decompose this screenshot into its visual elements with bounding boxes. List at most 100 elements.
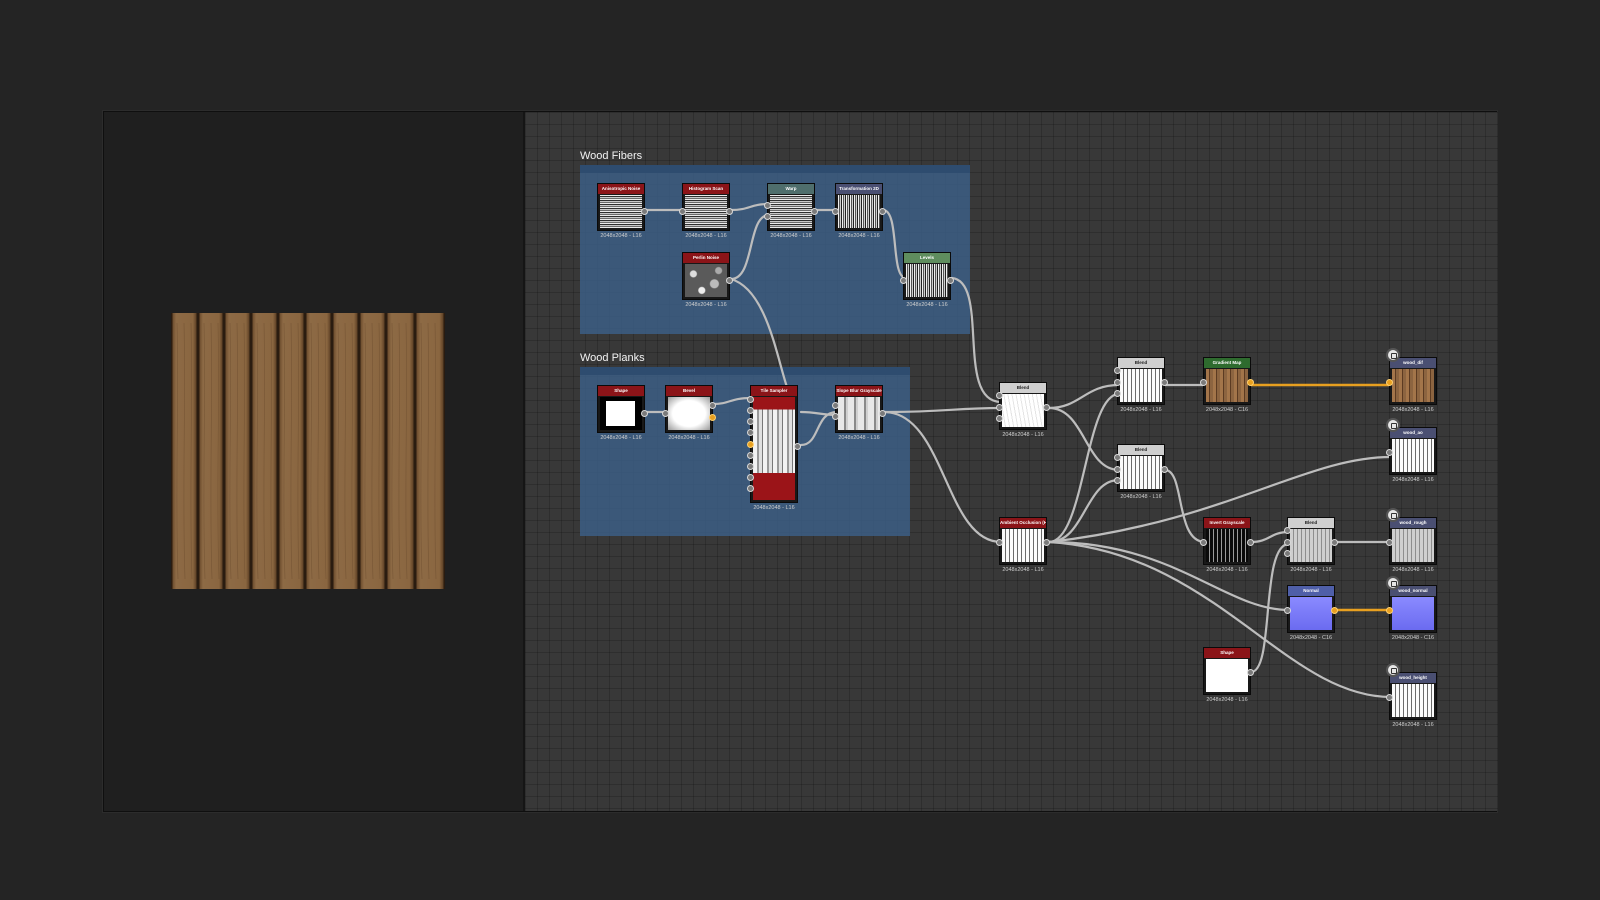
input-port[interactable]: [747, 418, 754, 425]
node-shape1[interactable]: Shape: [597, 385, 648, 433]
node-aniso[interactable]: Anisotropic Noise: [597, 183, 648, 231]
node-thumbnail: [1206, 369, 1248, 402]
node-blend1[interactable]: Blend: [996, 382, 1050, 430]
node-histscan[interactable]: Histogram Scan: [679, 183, 733, 231]
node-thumbnail: [1392, 684, 1434, 717]
input-port[interactable]: [679, 208, 686, 215]
node-levels[interactable]: Levels: [900, 252, 954, 300]
node-blend2[interactable]: Blend: [1114, 357, 1168, 405]
output-port[interactable]: [1161, 379, 1168, 386]
node-out-diff[interactable]: wood_dif: [1386, 357, 1437, 405]
input-port[interactable]: [1114, 466, 1121, 473]
input-port[interactable]: [747, 429, 754, 436]
input-port[interactable]: [747, 396, 754, 403]
output-port[interactable]: [1331, 607, 1338, 614]
input-port[interactable]: [1114, 379, 1121, 386]
graph-view[interactable]: Wood Fibers Wood Planks: [523, 112, 1498, 811]
wood-grain-line: [420, 322, 423, 580]
input-port[interactable]: [747, 485, 754, 492]
output-port[interactable]: [947, 277, 954, 284]
output-usage-icon: [1386, 418, 1400, 432]
wood-grain-line: [270, 322, 273, 580]
node-title: Tile Sampler: [751, 386, 797, 396]
node-out-height[interactable]: wood_height: [1386, 672, 1437, 720]
input-port[interactable]: [747, 441, 754, 448]
input-port[interactable]: [1114, 367, 1121, 374]
input-port[interactable]: [1200, 379, 1207, 386]
input-port[interactable]: [1284, 550, 1291, 557]
node-warp[interactable]: Warp: [764, 183, 818, 231]
output-port[interactable]: [726, 208, 733, 215]
input-port[interactable]: [1200, 539, 1207, 546]
output-port[interactable]: [641, 208, 648, 215]
output-port[interactable]: [811, 208, 818, 215]
input-port[interactable]: [747, 407, 754, 414]
input-port[interactable]: [996, 404, 1003, 411]
input-port[interactable]: [1386, 379, 1393, 386]
2d-view-panel[interactable]: [104, 112, 523, 811]
node-title: Blend: [1118, 358, 1164, 368]
input-port[interactable]: [996, 392, 1003, 399]
input-port[interactable]: [900, 277, 907, 284]
output-port[interactable]: [1247, 669, 1254, 676]
input-port[interactable]: [1284, 527, 1291, 534]
input-port[interactable]: [832, 402, 839, 409]
output-port[interactable]: [1043, 404, 1050, 411]
input-port[interactable]: [1284, 607, 1291, 614]
node-invert[interactable]: Invert Grayscale: [1200, 517, 1254, 565]
node-resolution-label: 2048x2048 - L16: [600, 233, 642, 239]
node-out-normal[interactable]: wood_normal: [1386, 585, 1437, 633]
input-port[interactable]: [1114, 454, 1121, 461]
node-thumbnail: [1392, 597, 1434, 630]
input-port[interactable]: [764, 202, 771, 209]
input-port[interactable]: [662, 410, 669, 417]
node-blend4[interactable]: Blend: [1284, 517, 1338, 565]
input-port[interactable]: [832, 413, 839, 420]
node-perlin[interactable]: Perlin Noise: [682, 252, 733, 300]
node-out-ao[interactable]: wood_ao: [1386, 427, 1437, 475]
output-port[interactable]: [641, 410, 648, 417]
input-port[interactable]: [1284, 539, 1291, 546]
input-port[interactable]: [1114, 390, 1121, 397]
node-bevel[interactable]: Bevel: [662, 385, 716, 433]
output-port[interactable]: [709, 402, 716, 409]
output-port[interactable]: [879, 410, 886, 417]
wood-grain-line: [229, 322, 232, 580]
input-port[interactable]: [747, 474, 754, 481]
output-port[interactable]: [794, 443, 801, 450]
wood-planks-preview[interactable]: [171, 313, 445, 589]
input-port[interactable]: [832, 208, 839, 215]
node-slopeblur[interactable]: Slope Blur Grayscale: [832, 385, 886, 433]
output-port[interactable]: [1161, 466, 1168, 473]
output-port[interactable]: [1247, 379, 1254, 386]
node-shape2[interactable]: Shape: [1203, 647, 1254, 695]
node-gradmap[interactable]: Gradient Map: [1200, 357, 1254, 405]
input-port[interactable]: [1386, 607, 1393, 614]
output-port[interactable]: [1331, 539, 1338, 546]
output-port[interactable]: [726, 277, 733, 284]
input-port[interactable]: [996, 415, 1003, 422]
node-title: wood_normal: [1390, 586, 1436, 596]
node-ao[interactable]: Ambient Occlusion (HB...: [996, 517, 1050, 565]
node-normal[interactable]: Normal: [1284, 585, 1338, 633]
input-port[interactable]: [996, 539, 1003, 546]
input-port[interactable]: [764, 213, 771, 220]
input-port[interactable]: [1386, 539, 1393, 546]
output-usage-icon: [1386, 508, 1400, 522]
output-port[interactable]: [1043, 539, 1050, 546]
output-port[interactable]: [1247, 539, 1254, 546]
node-thumbnail: [685, 264, 727, 297]
input-port[interactable]: [1386, 694, 1393, 701]
wood-grain-line: [256, 322, 259, 580]
output-port[interactable]: [879, 208, 886, 215]
node-transform[interactable]: Transformation 2D: [832, 183, 886, 231]
node-thumbnail: [838, 397, 880, 430]
input-port[interactable]: [747, 452, 754, 459]
input-port[interactable]: [1386, 449, 1393, 456]
output-port[interactable]: [709, 414, 716, 421]
input-port[interactable]: [1114, 477, 1121, 484]
node-tile[interactable]: Tile Sampler: [747, 385, 801, 503]
input-port[interactable]: [747, 463, 754, 470]
node-blend3[interactable]: Blend: [1114, 444, 1168, 492]
node-out-rough[interactable]: wood_rough: [1386, 517, 1437, 565]
